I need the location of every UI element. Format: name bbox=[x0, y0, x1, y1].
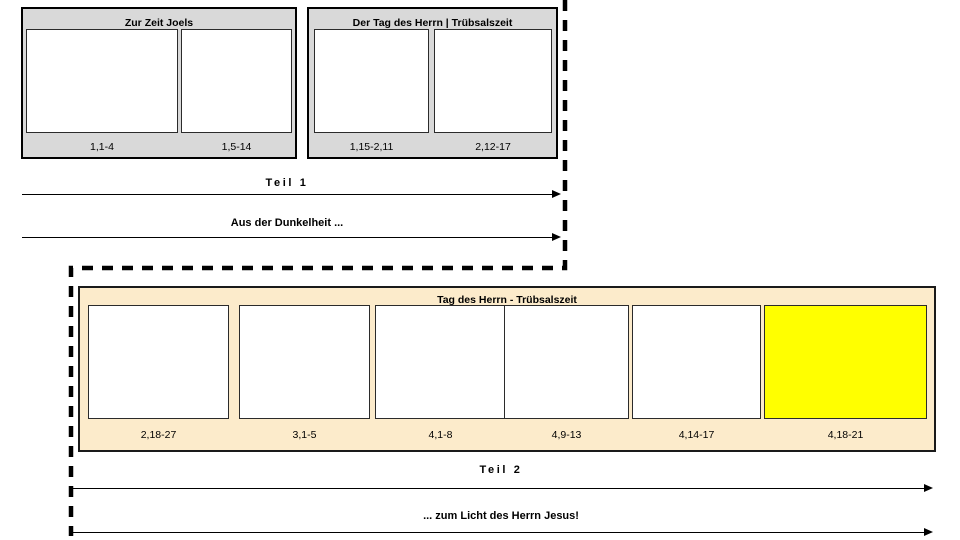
cell-2-18-27[interactable] bbox=[88, 305, 229, 419]
arrow-line-teil-1 bbox=[22, 194, 554, 195]
cell-1-15-2-11[interactable] bbox=[314, 29, 429, 133]
arrow-label-aus-der-dunkelheit: Aus der Dunkelheit ... bbox=[230, 217, 344, 229]
cell-label-4-18-21: 4,18-21 bbox=[827, 429, 864, 441]
arrow-label-zum-licht: ... zum Licht des Herrn Jesus! bbox=[423, 510, 579, 522]
arrow-head-teil-2 bbox=[924, 483, 933, 492]
panel-der-tag-des-herrn-title: Der Tag des Herrn | Trübsalszeit bbox=[352, 17, 513, 29]
cell-4-1-8[interactable] bbox=[375, 305, 506, 419]
arrow-head-zum-licht bbox=[924, 527, 933, 536]
cell-label-2-18-27: 2,18-27 bbox=[140, 429, 177, 441]
cell-2-12-17[interactable] bbox=[434, 29, 552, 133]
cell-label-4-14-17: 4,14-17 bbox=[678, 429, 715, 441]
cell-label-4-1-8: 4,1-8 bbox=[428, 429, 453, 441]
cell-label-1-1-4: 1,1-4 bbox=[90, 141, 114, 153]
arrow-line-teil-2 bbox=[71, 488, 925, 489]
arrow-label-teil-2: Teil 2 bbox=[479, 464, 523, 476]
cell-label-4-9-13: 4,9-13 bbox=[551, 429, 582, 441]
cell-4-9-13[interactable] bbox=[504, 305, 629, 419]
arrow-head-aus-der-dunkelheit bbox=[552, 232, 561, 241]
cell-1-1-4[interactable] bbox=[26, 29, 178, 133]
cell-label-3-1-5: 3,1-5 bbox=[292, 429, 317, 441]
cell-3-1-5[interactable] bbox=[239, 305, 370, 419]
cell-4-18-21[interactable] bbox=[764, 305, 927, 419]
cell-4-14-17[interactable] bbox=[632, 305, 761, 419]
arrow-line-aus-der-dunkelheit bbox=[22, 237, 554, 238]
cell-label-1-5-14: 1,5-14 bbox=[221, 141, 252, 153]
cell-label-2-12-17: 2,12-17 bbox=[475, 141, 511, 153]
arrow-line-zum-licht bbox=[71, 532, 925, 533]
arrow-label-teil-1: Teil 1 bbox=[265, 177, 309, 189]
cell-label-1-15-2-11: 1,15-2,11 bbox=[349, 141, 394, 153]
panel-tag-des-herrn-truebsalszeit-title: Tag des Herrn - Trübsalszeit bbox=[437, 294, 577, 306]
panel-zur-zeit-joels-title: Zur Zeit Joels bbox=[124, 17, 194, 29]
arrow-head-teil-1 bbox=[552, 189, 561, 198]
cell-1-5-14[interactable] bbox=[181, 29, 292, 133]
